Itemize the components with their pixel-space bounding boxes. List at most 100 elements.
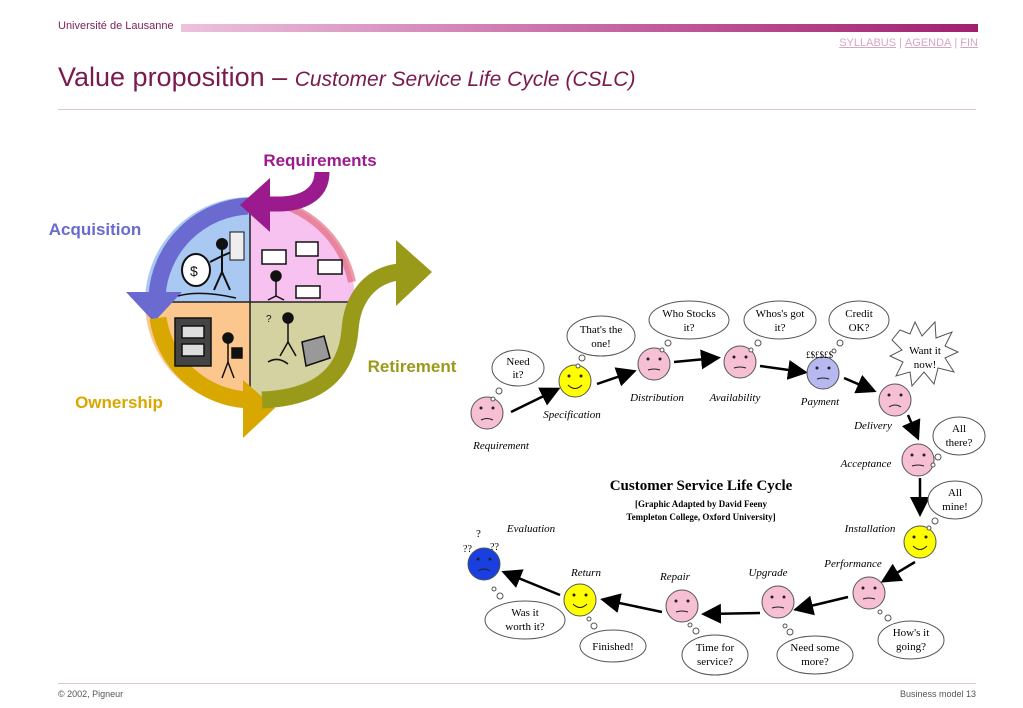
nav-separator: | — [954, 37, 958, 49]
ownership-arrow-arc — [149, 316, 249, 409]
bubble-who-stocks — [648, 300, 730, 340]
bubble-text: more? — [801, 656, 829, 668]
face-performance — [852, 576, 886, 610]
bubble-all-mine — [927, 480, 983, 520]
stage-specification: Specification — [543, 409, 601, 421]
cycle-wheel: $ — [49, 151, 457, 438]
stage-acceptance: Acceptance — [840, 458, 892, 470]
cslc-title: Customer Service Life Cycle — [610, 478, 793, 494]
requirements-arrow-arc — [262, 171, 330, 212]
page-title: Value proposition – Customer Service Lif… — [58, 62, 635, 93]
bubble-text: All — [952, 423, 966, 435]
agenda-link[interactable]: AGENDA — [904, 37, 952, 49]
bubble-text: Want it — [909, 345, 941, 357]
thought-bubbles — [484, 300, 986, 676]
stage-repair: Repair — [659, 571, 691, 583]
face-delivery — [878, 383, 912, 417]
arrow-repair-return — [600, 593, 663, 614]
bubble-text: Need some — [790, 642, 839, 654]
bubble-text: mine! — [942, 501, 968, 513]
footer-page: Business model 13 — [899, 689, 976, 699]
face-features — [476, 355, 928, 613]
bubble-all-there — [932, 416, 986, 456]
face-upgrade — [761, 585, 795, 619]
retirement-arrowhead — [396, 240, 432, 306]
stage-delivery: Delivery — [853, 420, 892, 432]
stage-distribution: Distribution — [629, 392, 684, 404]
svg-text:$: $ — [190, 263, 198, 279]
bubble-text: Credit — [845, 308, 873, 320]
label-acquisition: Acquisition — [49, 220, 142, 239]
cslc-credit-1: [Graphic Adapted by David Feeny — [635, 499, 768, 509]
face-specification — [558, 364, 592, 398]
bubble-finished — [579, 629, 647, 663]
bubble-was-it-worth-it — [484, 600, 566, 640]
face-payment — [806, 356, 840, 390]
bubble-text: Whos's got — [756, 308, 805, 320]
title-divider — [58, 109, 976, 110]
retirement-clipart: ? — [266, 312, 331, 367]
bubble-text: it? — [775, 322, 786, 334]
stage-requirement: Requirement — [472, 440, 530, 452]
bubble-credit-ok — [828, 300, 890, 340]
arrow-upgrade-repair — [701, 603, 761, 624]
arrow-req-spec — [510, 387, 561, 414]
face-availability — [723, 345, 757, 379]
footer-copyright: © 2002, Pigneur — [58, 689, 124, 699]
ownership-arrowhead — [243, 380, 275, 438]
cslc-faces — [467, 345, 937, 623]
label-requirements: Requirements — [263, 151, 376, 170]
bubble-text: now! — [914, 359, 937, 371]
bubble-text: it? — [513, 369, 524, 381]
face-repair — [665, 589, 699, 623]
title-main: Value proposition – — [58, 62, 288, 92]
bubble-text: Was it — [511, 607, 539, 619]
arrow-deliv-accept — [901, 414, 921, 441]
bubble-text: it? — [684, 322, 695, 334]
bubble-text: All — [948, 487, 962, 499]
label-ownership: Ownership — [75, 393, 163, 412]
footer-divider — [58, 683, 976, 684]
stage-payment: Payment — [800, 396, 840, 408]
retirement-arrow-arc — [261, 263, 400, 409]
stage-evaluation: Evaluation — [506, 523, 556, 535]
stage-labels: Requirement Specification Distribution A… — [472, 392, 896, 583]
bubble-text: one! — [591, 338, 611, 350]
evaluation-question-marks-right: ?? — [490, 542, 499, 553]
syllabus-link[interactable]: SYLLABUS — [839, 37, 897, 49]
face-requirement — [470, 396, 504, 430]
label-retirement: Retirement — [368, 357, 457, 376]
arrow-dist-avail — [673, 349, 721, 370]
payment-money-symbols: £$£$£$ — [806, 350, 834, 360]
acquisition-clipart: $ — [177, 231, 245, 299]
stage-installation: Installation — [844, 523, 896, 535]
stage-upgrade: Upgrade — [748, 567, 787, 579]
bubble-text: going? — [896, 641, 926, 653]
bubble-text: OK? — [849, 322, 870, 334]
bubble-text: Finished! — [592, 641, 634, 653]
arrow-pay-deliv — [843, 374, 877, 394]
arrow-install-perf — [880, 560, 916, 583]
cslc-arrows — [501, 349, 930, 624]
acquisition-arrow-arc — [148, 197, 249, 297]
bubble-time-for-service — [681, 634, 749, 676]
svg-text:?: ? — [266, 314, 272, 325]
face-installation — [903, 525, 937, 559]
fin-link[interactable]: FIN — [960, 37, 978, 49]
bubble-text: worth it? — [505, 621, 545, 633]
bubble-need-it — [491, 349, 545, 387]
face-acceptance — [901, 443, 935, 477]
stage-return: Return — [570, 567, 601, 579]
bubble-text: service? — [697, 656, 733, 668]
face-return — [563, 583, 597, 617]
bubble-text: Time for — [696, 642, 735, 654]
ownership-clipart — [174, 317, 243, 379]
bubble-text: How's it — [893, 627, 930, 639]
nav-links: SYLLABUS|AGENDA|FIN — [839, 37, 978, 49]
face-evaluation — [467, 547, 501, 581]
bubble-text: there? — [946, 437, 973, 449]
arrow-return-eval — [501, 569, 561, 597]
bubble-text: Need — [506, 356, 530, 368]
cslc-diagram: Customer Service Life Cycle [Graphic Ada… — [463, 300, 986, 676]
